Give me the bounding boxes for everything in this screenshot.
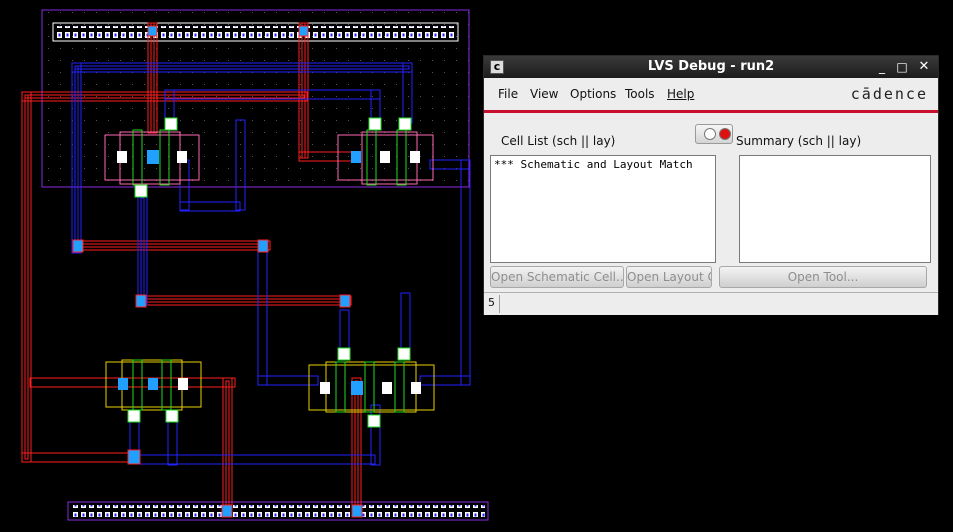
menu-view[interactable]: View bbox=[530, 87, 559, 101]
list-item[interactable]: *** Schematic and Layout Match bbox=[494, 158, 693, 171]
nmos-right bbox=[308, 347, 435, 428]
toggle-radio-off-icon bbox=[704, 128, 716, 140]
pmos-left bbox=[104, 117, 200, 198]
menu-file[interactable]: File bbox=[498, 87, 519, 101]
sch-lay-toggle[interactable] bbox=[695, 124, 733, 144]
gnd-rail bbox=[67, 501, 489, 521]
open-tool-button[interactable]: Open Tool... bbox=[719, 266, 927, 288]
cadence-app-icon: c bbox=[490, 60, 504, 74]
vdd-rail bbox=[52, 22, 459, 42]
menu-help[interactable]: Help bbox=[667, 87, 695, 101]
minimize-button[interactable]: _ bbox=[879, 60, 885, 74]
status-divider bbox=[499, 295, 500, 313]
status-count: 5 bbox=[488, 296, 495, 309]
window-title: LVS Debug - run2 bbox=[647, 59, 775, 74]
menu-tools[interactable]: Tools bbox=[625, 87, 655, 101]
open-layout-cell-button[interactable]: Open Layout Cell... bbox=[626, 266, 712, 288]
open-schematic-cell-button[interactable]: Open Schematic Cell... bbox=[490, 266, 624, 288]
menu-bar: File View Options Tools Help cādence bbox=[484, 79, 938, 110]
cadence-logo: cādence bbox=[850, 85, 928, 103]
menu-options[interactable]: Options bbox=[570, 87, 617, 101]
pmos-right bbox=[337, 117, 434, 186]
vias bbox=[72, 25, 363, 518]
toggle-radio-on-icon bbox=[719, 128, 731, 140]
cell-list-label: Cell List (sch || lay) bbox=[501, 134, 616, 148]
close-button[interactable]: ✕ bbox=[918, 59, 930, 74]
brand-divider bbox=[484, 110, 938, 113]
title-bar[interactable]: c LVS Debug - run2 _ □ ✕ bbox=[484, 56, 938, 78]
cell-list[interactable]: *** Schematic and Layout Match bbox=[490, 155, 716, 263]
nmos-left bbox=[105, 359, 202, 423]
maximize-button[interactable]: □ bbox=[896, 60, 908, 74]
status-bar: 5 bbox=[484, 292, 938, 315]
summary-panel[interactable] bbox=[739, 155, 931, 263]
summary-label: Summary (sch || lay) bbox=[736, 134, 862, 148]
lvs-debug-window[interactable]: c LVS Debug - run2 _ □ ✕ File View Optio… bbox=[483, 55, 939, 315]
